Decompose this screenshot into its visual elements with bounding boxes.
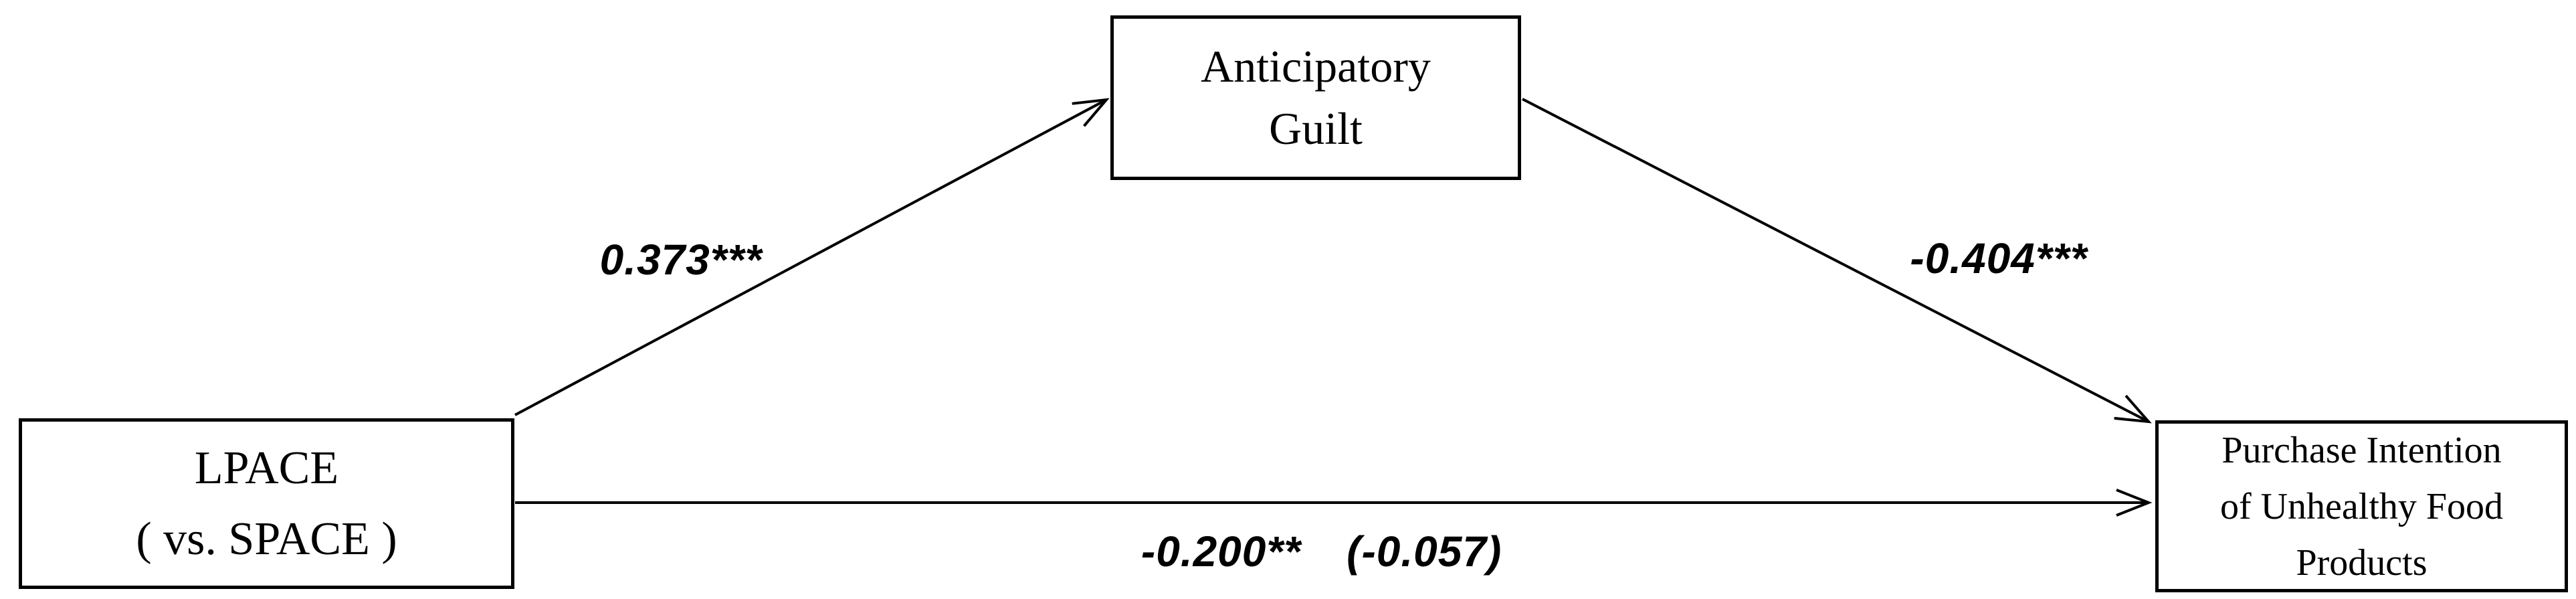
path-a-coefficient: 0.373*** (599, 236, 763, 284)
path-c-direct-effect: -0.200** (1141, 527, 1302, 576)
node-outcome-line3: Products (2296, 541, 2428, 584)
path-b-arrow (1522, 98, 2152, 424)
path-a-arrow (514, 98, 1110, 416)
node-predictor-line2: ( vs. SPACE ) (136, 513, 397, 565)
node-mediator-line1: Anticipatory (1201, 41, 1431, 92)
node-outcome: Purchase Intention of Unhealthy Food Pro… (2155, 420, 2568, 592)
path-c-paren-effect: (-0.057) (1347, 527, 1502, 576)
node-mediator: Anticipatory Guilt (1110, 15, 1521, 180)
node-predictor: LPACE ( vs. SPACE ) (19, 418, 514, 589)
node-mediator-line2: Guilt (1269, 103, 1363, 154)
node-outcome-line2: of Unhealthy Food (2219, 485, 2504, 527)
node-outcome-line1: Purchase Intention (2221, 429, 2502, 471)
node-predictor-line1: LPACE (194, 442, 339, 494)
path-b-coefficient: -0.404*** (1910, 234, 2088, 282)
path-c-coefficient: -0.200** (-0.057) (1091, 477, 1502, 599)
